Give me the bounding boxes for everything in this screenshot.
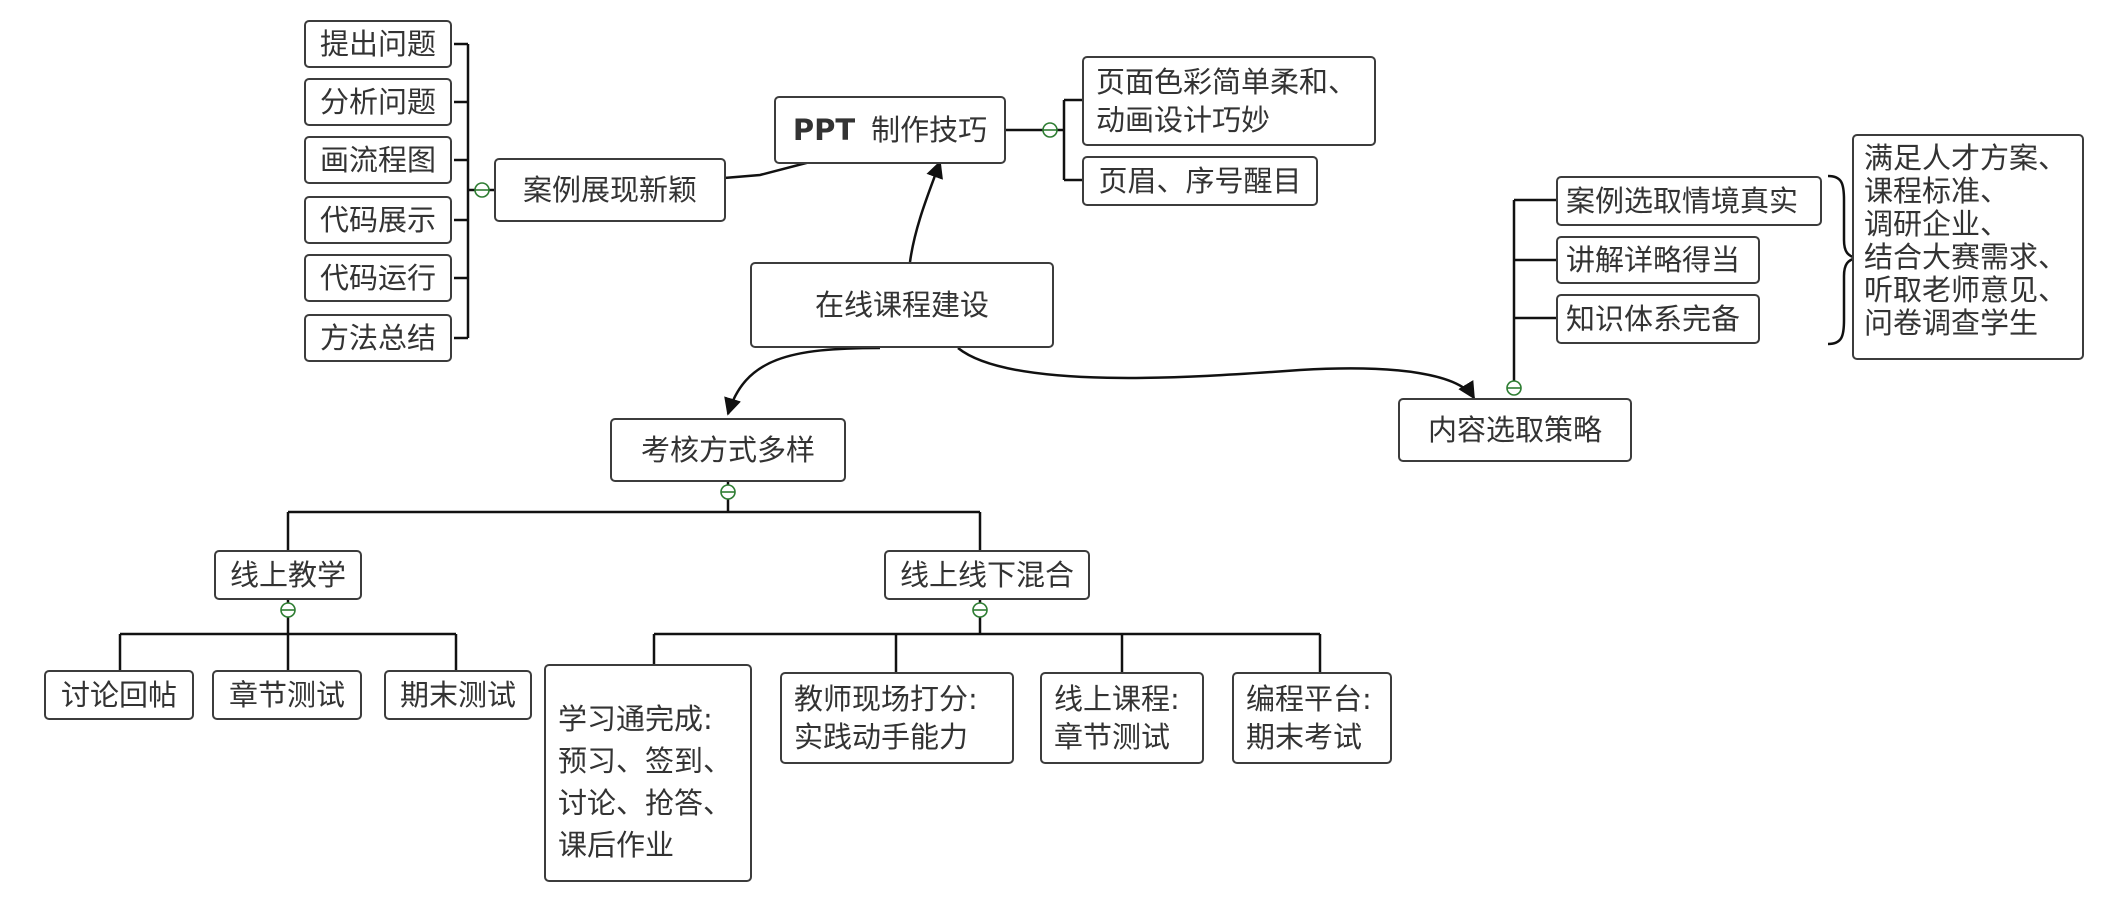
- content-note[interactable]: 满足人才方案、 课程标准、 调研企业、 结合大赛需求、 听取老师意见、 问卷调查…: [1852, 134, 2084, 360]
- link-ppt-to-case: [723, 160, 811, 180]
- content-child-2[interactable]: 讲解详略得当: [1556, 236, 1760, 284]
- hybrid-child-2[interactable]: 教师现场打分: 实践动手能力: [780, 672, 1014, 764]
- content-child-3[interactable]: 知识体系完备: [1556, 294, 1760, 344]
- ppt-rest-label: 制作技巧: [871, 113, 988, 147]
- hybrid-child-4[interactable]: 编程平台: 期末考试: [1232, 672, 1392, 764]
- case-child-5[interactable]: 代码运行: [304, 254, 452, 302]
- case-child-6[interactable]: 方法总结: [304, 314, 452, 362]
- online-node[interactable]: 线上教学: [214, 550, 362, 600]
- hybrid-node[interactable]: 线上线下混合: [884, 550, 1090, 600]
- collapse-toggle-assess: [720, 484, 736, 500]
- ppt-bold-label: PPT: [792, 113, 856, 147]
- case-child-2[interactable]: 分析问题: [304, 78, 452, 126]
- case-node[interactable]: 案例展现新颖: [494, 158, 726, 222]
- arrow-root-to-assess: [724, 346, 881, 416]
- collapse-toggle-case: [474, 182, 490, 198]
- root-node[interactable]: 在线课程建设: [750, 262, 1054, 348]
- collapse-toggle-content: [1506, 380, 1522, 396]
- content-node[interactable]: 内容选取策略: [1398, 398, 1632, 462]
- ppt-node[interactable]: PPT 制作技巧: [774, 96, 1006, 164]
- arrow-root-to-ppt: [908, 160, 943, 263]
- collapse-toggle-ppt: [1042, 122, 1058, 138]
- online-child-2[interactable]: 章节测试: [212, 670, 362, 720]
- arrow-root-to-content: [957, 347, 1476, 400]
- online-child-1[interactable]: 讨论回帖: [44, 670, 194, 720]
- collapse-toggle-hybrid: [972, 602, 988, 618]
- online-child-3[interactable]: 期末测试: [384, 670, 532, 720]
- case-child-3[interactable]: 画流程图: [304, 136, 452, 184]
- case-child-4[interactable]: 代码展示: [304, 196, 452, 244]
- ppt-child-2[interactable]: 页眉、序号醒目: [1082, 156, 1318, 206]
- hybrid-child-3[interactable]: 线上课程: 章节测试: [1040, 672, 1204, 764]
- hybrid-child-1[interactable]: 学习通完成: 预习、签到、 讨论、抢答、 课后作业: [544, 664, 752, 882]
- content-child-1[interactable]: 案例选取情境真实: [1556, 176, 1822, 226]
- collapse-toggle-online: [280, 602, 296, 618]
- assess-node[interactable]: 考核方式多样: [610, 418, 846, 482]
- case-child-1[interactable]: 提出问题: [304, 20, 452, 68]
- ppt-child-1[interactable]: 页面色彩简单柔和、 动画设计巧妙: [1082, 56, 1376, 146]
